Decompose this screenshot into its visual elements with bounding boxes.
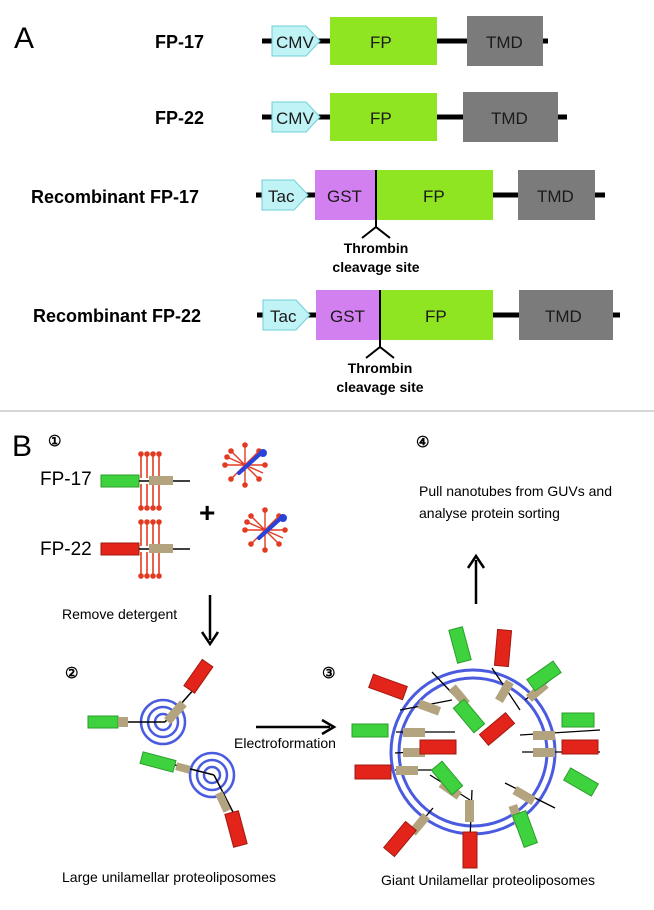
remove-detergent-label: Remove detergent: [62, 606, 177, 622]
fp17-label: FP-17: [40, 469, 92, 490]
panel-b-letter: B: [12, 430, 32, 463]
luv-group: [87, 658, 248, 848]
gst-label: GST: [327, 187, 362, 206]
cmv-promoter: [271, 25, 321, 57]
tac-promoter: [262, 299, 311, 331]
fp22-label: FP-22: [40, 539, 92, 560]
cleavage-site-label-2: cleavage site: [332, 259, 419, 275]
fp-domain: [330, 93, 437, 141]
fp-domain: [380, 290, 493, 340]
construct-fp17: FP-17 CMV FP TMD: [155, 16, 548, 66]
down-arrow: [200, 595, 220, 647]
tmd-domain: [463, 92, 558, 142]
cleavage-site-label-2: cleavage site: [336, 379, 423, 395]
construct-label: FP-22: [155, 108, 204, 128]
panel-a-letter: A: [14, 22, 34, 55]
tmd-linker: [149, 476, 173, 485]
promoter-label: CMV: [276, 109, 314, 128]
fp22-in-membrane: FP-22: [40, 518, 190, 580]
gst-domain: [315, 170, 376, 220]
guv: [351, 626, 601, 869]
tmd-domain: [467, 16, 543, 66]
construct-fp22: FP-22 CMV FP TMD: [155, 92, 567, 142]
fp-label: FP: [370, 33, 392, 52]
promoter-label: CMV: [276, 33, 314, 52]
cmv-promoter: [271, 101, 321, 133]
tmd-label: TMD: [486, 33, 523, 52]
construct-label: Recombinant FP-17: [31, 187, 199, 207]
step-3-marker: ③: [322, 665, 335, 682]
red-fp: [100, 542, 140, 556]
right-arrow: [256, 718, 337, 736]
guv-caption: Giant Unilamellar proteoliposomes: [381, 872, 595, 888]
green-fp: [100, 474, 140, 488]
construct-recombinant-fp22: Recombinant FP-22 Tac GST FP TMD Thrombi…: [33, 290, 620, 395]
step-1-marker: ①: [48, 433, 61, 450]
construct-recombinant-fp17: Recombinant FP-17 Tac GST FP TMD Thrombi…: [31, 170, 605, 275]
cleavage-site-label-1: Thrombin: [348, 360, 413, 376]
fp-domain: [376, 170, 493, 220]
construct-label: Recombinant FP-22: [33, 306, 201, 326]
tmd-domain: [518, 170, 595, 220]
tac-promoter: [261, 179, 309, 211]
fp-label: FP: [370, 109, 392, 128]
fp-domain: [330, 17, 437, 65]
tmd-label: TMD: [491, 109, 528, 128]
promoter-label: Tac: [268, 187, 295, 206]
fp17-in-membrane: FP-17: [40, 450, 190, 512]
pull-nanotubes-text-2: analyse protein sorting: [419, 505, 560, 521]
gst-label: GST: [330, 307, 365, 326]
tmd-label: TMD: [537, 187, 574, 206]
cleavage-pointer: [361, 220, 391, 239]
cleavage-site-label-1: Thrombin: [344, 240, 409, 256]
detergent-micelle: [240, 505, 290, 555]
step-4-marker: ④: [416, 434, 429, 451]
promoter-label: Tac: [270, 307, 297, 326]
tmd-domain: [519, 290, 613, 340]
fp-label: FP: [425, 307, 447, 326]
step-2-marker: ②: [65, 665, 78, 682]
fp-label: FP: [423, 187, 445, 206]
up-arrow: [466, 553, 486, 604]
tmd-linker: [149, 544, 173, 553]
plus-sign: +: [199, 497, 215, 528]
cleavage-pointer: [365, 340, 395, 359]
detergent-micelle: [220, 440, 270, 490]
electroformation-label: Electroformation: [234, 735, 336, 751]
gst-domain: [316, 290, 380, 340]
pull-nanotubes-text-1: Pull nanotubes from GUVs and: [419, 483, 612, 499]
construct-label: FP-17: [155, 32, 204, 52]
luv-caption: Large unilamellar proteoliposomes: [62, 869, 276, 885]
tmd-label: TMD: [545, 307, 582, 326]
